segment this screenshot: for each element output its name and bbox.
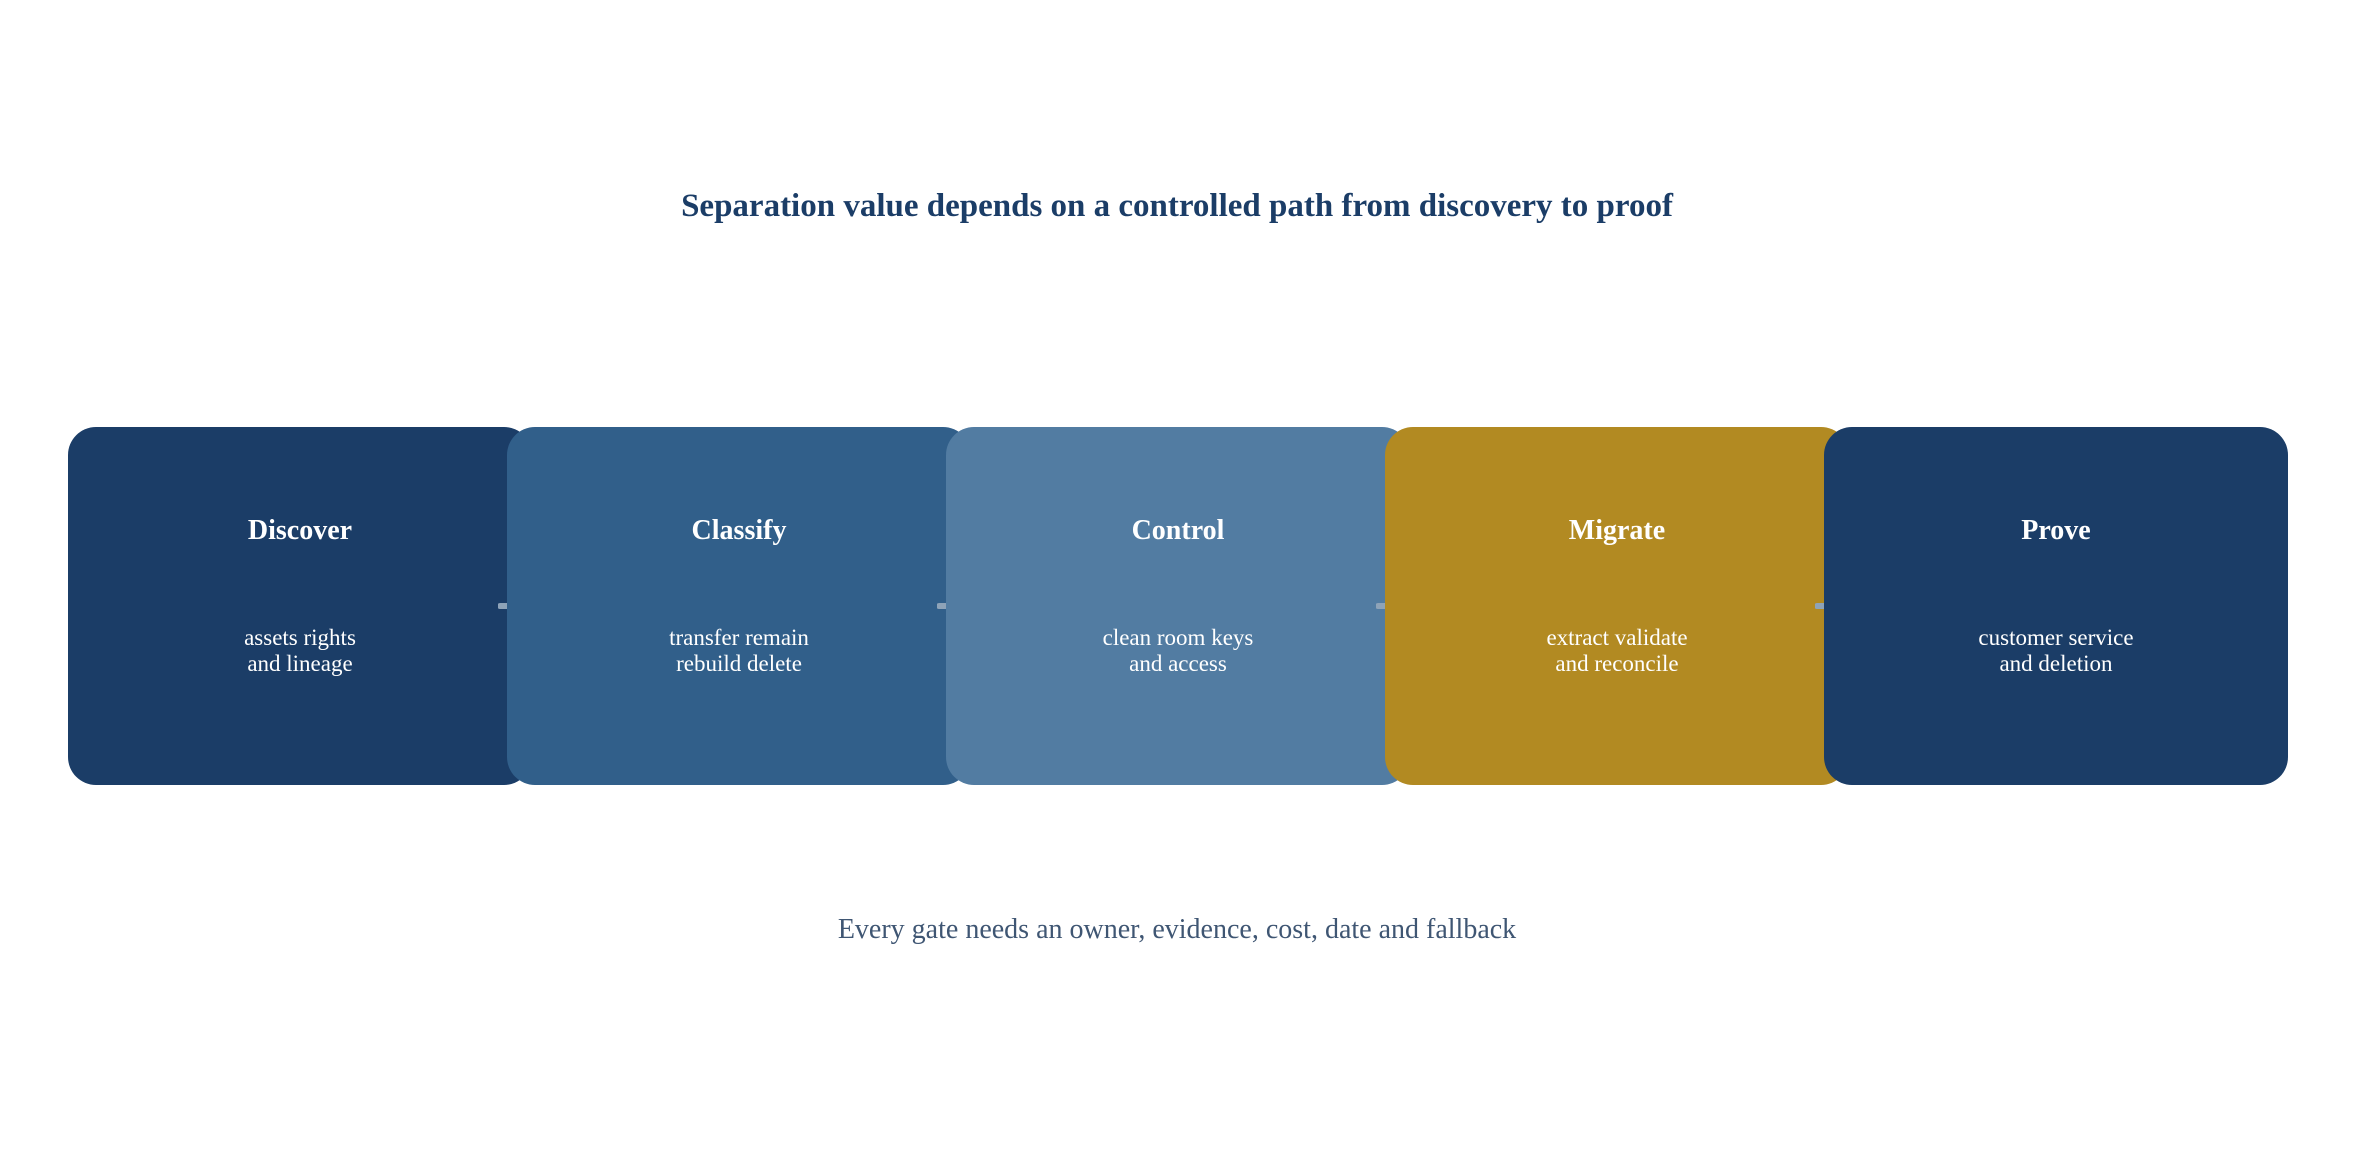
step-discover: Discover assets rights and lineage bbox=[68, 427, 532, 785]
step-migrate: Migrate extract validate and reconcile bbox=[1385, 427, 1849, 785]
diagram-title: Separation value depends on a controlled… bbox=[681, 188, 1673, 224]
step-description-line: clean room keys bbox=[1102, 625, 1254, 650]
step-title: Migrate bbox=[1568, 515, 1666, 546]
footer-note: Every gate needs an owner, evidence, cos… bbox=[837, 914, 1517, 945]
step-description: customer service and deletion bbox=[1824, 625, 2288, 677]
step-prove: Prove customer service and deletion bbox=[1824, 427, 2288, 785]
step-title: Prove bbox=[2021, 515, 2091, 546]
step-description: transfer remain rebuild delete bbox=[507, 625, 971, 677]
step-description-line: customer service bbox=[1978, 625, 2134, 650]
step-description: extract validate and reconcile bbox=[1385, 625, 1849, 677]
step-description-line: and deletion bbox=[1999, 651, 2113, 676]
step-title: Classify bbox=[691, 515, 787, 546]
step-description: clean room keys and access bbox=[946, 625, 1410, 677]
step-description-line: extract validate bbox=[1546, 625, 1688, 650]
step-description-line: assets rights bbox=[244, 625, 356, 650]
step-description: assets rights and lineage bbox=[68, 625, 532, 677]
step-description-line: transfer remain bbox=[669, 625, 809, 650]
step-classify: Classify transfer remain rebuild delete bbox=[507, 427, 971, 785]
step-description-line: and access bbox=[1129, 651, 1227, 676]
step-description-line: and reconcile bbox=[1555, 651, 1679, 676]
step-description-line: and lineage bbox=[247, 651, 353, 676]
step-description-line: rebuild delete bbox=[676, 651, 802, 676]
step-control: Control clean room keys and access bbox=[946, 427, 1410, 785]
step-title: Discover bbox=[247, 515, 353, 546]
step-title: Control bbox=[1131, 515, 1225, 546]
